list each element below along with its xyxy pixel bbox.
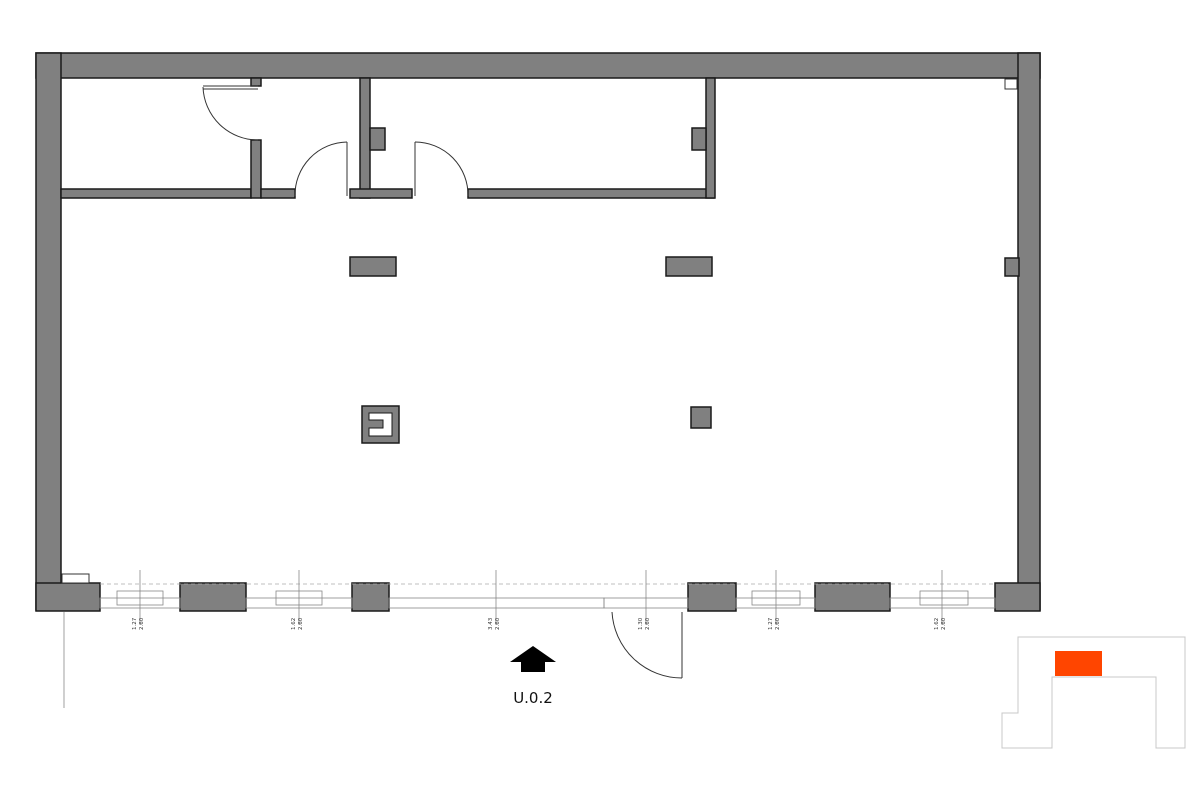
dim-h-2: 2.60 [298,617,304,630]
window-frame-6 [889,597,996,609]
shaft-outer [361,405,400,444]
wall-room1-right-lower [250,139,262,199]
facade-pier-5 [994,582,1041,612]
wall-right-bump [1004,257,1020,277]
dim-w-3: 3.43 [488,617,494,630]
dim-h-5: 2.60 [775,617,781,630]
facade-pier-2 [351,582,390,612]
wall-stub-middle [349,188,413,199]
entrance-arrow-icon [510,646,556,672]
key-plan-highlight [1055,651,1102,676]
unit-label: U.0.2 [513,689,553,707]
door-swing-left [294,141,348,197]
column-2 [665,256,713,277]
facade-pier-1 [179,582,247,612]
wall-room2-bump [369,127,386,151]
shaft-inner [368,412,393,437]
wall-stub-left-door [260,188,296,199]
wall-room2-right-bump [691,127,707,151]
dimension-labels: 1.27 2.60 1.62 2.60 3.43 2.60 1.30 2.60 … [132,617,947,630]
facade-pier-0 [35,582,101,612]
facade-pier-4 [814,582,891,612]
wall-room2-right [705,77,716,199]
wall-left [35,52,62,611]
column-1 [349,256,397,277]
wall-top [35,52,1041,79]
entrance-door-swing [611,611,683,679]
wall-room2-bottom [467,188,715,199]
dim-w-2: 1.62 [291,618,297,630]
dim-h-3: 2.60 [495,617,501,630]
wall-room2-left [359,77,371,199]
doors [202,85,469,197]
dim-w-6: 1.62 [934,618,940,630]
dim-w-5: 1.27 [768,617,774,630]
exterior-walls [35,52,1041,611]
columns [349,256,713,444]
facade-pier-3 [687,582,737,612]
dim-h-1: 2.60 [139,617,145,630]
wall-room1-right-upper [250,77,262,87]
corner-shaft [1004,78,1018,90]
window-frame-3 [388,597,605,609]
window-axes [139,570,943,625]
window-frame-5 [735,597,816,609]
key-plan [1001,636,1186,749]
door-swing-room1 [202,86,259,141]
facade [35,570,1041,708]
dim-h-4: 2.60 [645,617,651,630]
interior-walls [60,77,716,199]
facade-box [61,573,90,584]
key-plan-outline [1001,636,1186,749]
dim-w-4: 1.30 [638,617,644,630]
wall-room1-bottom [60,188,252,199]
door-swing-right [414,141,469,197]
column-3 [690,406,712,429]
window-sash-6 [919,590,969,606]
wall-right [1017,52,1041,611]
dim-h-6: 2.60 [941,617,947,630]
dim-w-1: 1.27 [132,617,138,630]
